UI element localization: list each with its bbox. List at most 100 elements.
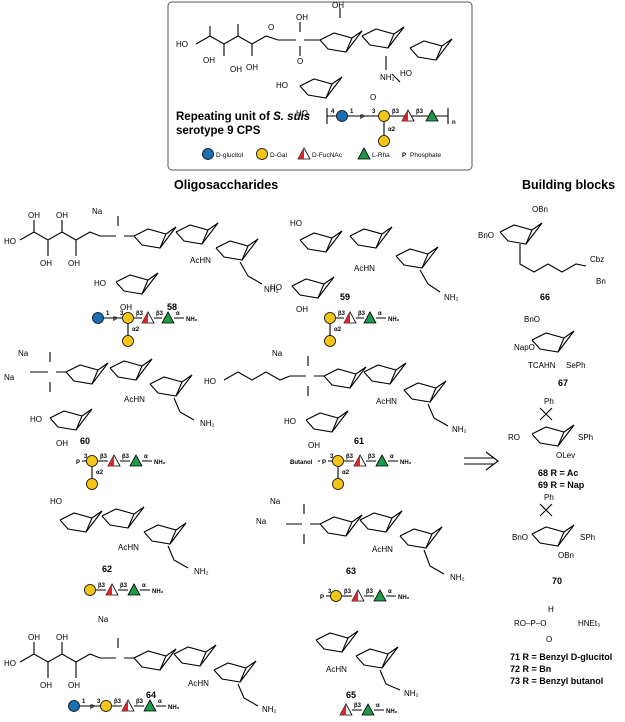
- svg-text:1: 1: [350, 109, 354, 115]
- svg-text:Bn: Bn: [596, 277, 606, 286]
- svg-text:HO: HO: [284, 417, 296, 426]
- svg-text:BnO: BnO: [512, 533, 528, 542]
- compound-61: HO Na AcHN HO OH NH₂ 61: [204, 349, 467, 450]
- svg-text:P: P: [113, 317, 117, 323]
- section-building-blocks: Building blocks: [522, 178, 615, 192]
- svg-text:OH: OH: [120, 303, 132, 312]
- svg-text:Na: Na: [98, 615, 109, 624]
- glycan-legend: D-glucitol D-Gal D-FucNAc L-Rha P Phosph…: [202, 147, 441, 160]
- svg-text:TCAHN: TCAHN: [528, 361, 556, 370]
- svg-text:Butanol: Butanol: [290, 460, 313, 466]
- atom-label: OH: [203, 56, 215, 65]
- svg-text:Na: Na: [256, 517, 267, 526]
- svg-text:HO: HO: [290, 219, 302, 228]
- svg-text:α: α: [390, 454, 394, 460]
- glycan-59: β3 β3 α NH₂ α2: [324, 311, 400, 347]
- atom-label: HO: [176, 40, 188, 49]
- svg-text:NH₂: NH₂: [264, 285, 279, 294]
- compound-62: HO AcHN NH₂ 62: [50, 497, 209, 576]
- svg-text:NH₂: NH₂: [444, 293, 459, 302]
- compound-60: Na Na AcHN HO OH NH₂ 60: [4, 349, 215, 448]
- svg-text:3: 3: [330, 454, 334, 460]
- glycan-62: β3 β3 α NH₂: [84, 583, 164, 596]
- svg-text:65: 65: [346, 690, 356, 700]
- svg-text:α2: α2: [334, 327, 342, 333]
- repeat-unit-structure: HO OH OH OH O OH O OH NH₂ O HO HO HO: [176, 1, 453, 118]
- svg-text:OH: OH: [40, 681, 52, 690]
- svg-text:SPh: SPh: [580, 533, 595, 542]
- svg-text:AcHN: AcHN: [372, 545, 393, 554]
- svg-text:NH₂: NH₂: [386, 709, 398, 715]
- svg-text:66: 66: [540, 292, 550, 302]
- compound-63: Na Na AcHN NH₂ 63: [256, 497, 465, 582]
- svg-text:Cbz: Cbz: [590, 255, 604, 264]
- svg-text:α2: α2: [342, 470, 350, 476]
- svg-text:OH: OH: [296, 305, 308, 314]
- svg-text:1: 1: [82, 699, 86, 705]
- svg-text:3: 3: [120, 311, 124, 317]
- svg-text:OH: OH: [28, 633, 40, 642]
- compound-59: HO AcHN HO OH NH₂ 59: [270, 219, 459, 314]
- svg-text:Na: Na: [272, 349, 283, 358]
- svg-text:β3: β3: [338, 311, 346, 317]
- svg-text:α: α: [388, 589, 392, 595]
- svg-text:NH₂: NH₂: [168, 705, 180, 711]
- svg-text:BnO: BnO: [478, 231, 494, 240]
- glycan-58: 1 P 3 β3 β3 α NH₂ α2: [92, 311, 198, 347]
- glycan-65: β3 α NH₂: [339, 703, 398, 716]
- svg-text:Na: Na: [18, 349, 29, 358]
- svg-text:HO: HO: [50, 497, 62, 506]
- svg-text:Na: Na: [270, 497, 281, 506]
- svg-text:P: P: [402, 153, 406, 159]
- legend-phosphate: Phosphate: [410, 152, 441, 159]
- svg-text:H: H: [548, 605, 554, 614]
- compound-65: AcHN NH₂ 65: [315, 630, 419, 700]
- building-block-70: Ph BnO SPh OBn 70: [512, 493, 595, 586]
- atom-label: OH: [230, 65, 242, 74]
- svg-text:HO: HO: [204, 377, 216, 386]
- svg-text:63: 63: [346, 566, 356, 576]
- svg-text:58: 58: [167, 302, 177, 312]
- svg-text:AcHN: AcHN: [188, 679, 209, 688]
- svg-text:α: α: [158, 699, 162, 705]
- svg-text:NH₂: NH₂: [404, 689, 419, 698]
- building-block-71-73: H RO–P–O HNEt₃ O 71 R = Benzyl D-glucito…: [510, 605, 612, 686]
- svg-text:1: 1: [106, 311, 110, 317]
- svg-text:HO: HO: [4, 659, 16, 668]
- compound-64: HO OH OH OH OH Na AcHN NH₂ 64: [4, 615, 277, 714]
- svg-text:HO: HO: [4, 237, 16, 246]
- svg-text:OH: OH: [40, 259, 52, 268]
- svg-text:Ph: Ph: [544, 493, 554, 502]
- cps-repeat-glycan: 4 1 P 3 β3 β3 α2 n: [326, 108, 456, 147]
- svg-text:OH: OH: [68, 259, 80, 268]
- repeat-unit-caption: Repeating unit of S. suis: [176, 111, 310, 123]
- svg-text:α: α: [376, 703, 380, 709]
- svg-text:NH₂: NH₂: [452, 425, 467, 434]
- svg-text:β3: β3: [416, 109, 424, 115]
- svg-text:β3: β3: [368, 454, 376, 460]
- svg-text:OH: OH: [68, 681, 80, 690]
- svg-text:α2: α2: [132, 327, 140, 333]
- svg-text:β3: β3: [114, 699, 122, 705]
- retrosynthesis-arrow: [464, 451, 499, 471]
- svg-text:SPh: SPh: [578, 433, 593, 442]
- atom-label: OH: [246, 63, 258, 72]
- svg-text:O: O: [546, 635, 552, 644]
- svg-text:β3: β3: [344, 589, 352, 595]
- svg-text:RO: RO: [508, 433, 520, 442]
- svg-text:NH₂: NH₂: [200, 419, 215, 428]
- svg-text:α: α: [142, 583, 146, 589]
- svg-text:AcHN: AcHN: [354, 264, 375, 273]
- glycan-60: P 3 β3 β3 α NH₂ α2: [76, 454, 166, 490]
- svg-text:β3: β3: [136, 311, 144, 317]
- svg-text:AcHN: AcHN: [190, 256, 211, 265]
- atom-label: HO: [276, 81, 288, 90]
- svg-text:62: 62: [102, 564, 112, 574]
- svg-text:HNEt₃: HNEt₃: [578, 619, 600, 628]
- svg-text:OBn: OBn: [532, 205, 548, 214]
- legend-gal: D-Gal: [270, 152, 288, 159]
- svg-text:68 R = Ac: 68 R = Ac: [538, 468, 578, 478]
- svg-text:BnO: BnO: [524, 315, 540, 324]
- svg-text:NapO: NapO: [514, 343, 535, 352]
